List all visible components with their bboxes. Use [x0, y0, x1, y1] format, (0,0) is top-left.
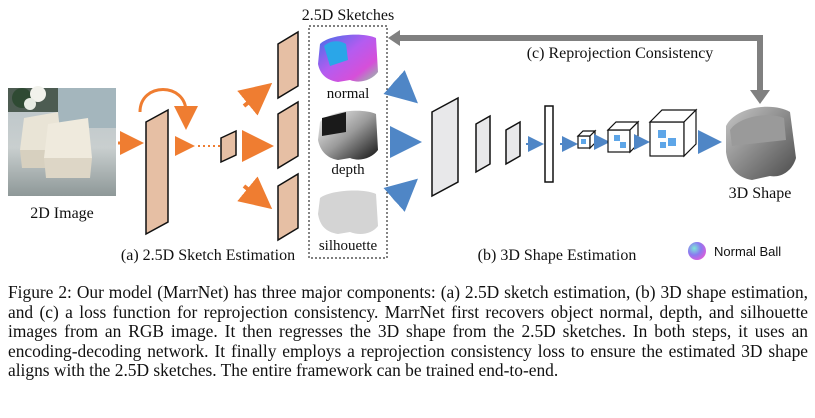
voxel-cube-small: [576, 129, 597, 150]
reprojection-arrow: [398, 35, 763, 96]
sketches-box: [308, 25, 388, 259]
shape-input-arrow-silhouette: [383, 178, 418, 212]
decoder-slab-silhouette: [277, 172, 299, 242]
decoder-slab-normal: [277, 30, 299, 100]
depth-sketch: [318, 110, 378, 160]
output-shape: [726, 106, 796, 180]
voxel-cube-medium: [606, 120, 640, 154]
sketch-label-depth: depth: [331, 162, 365, 178]
reprojection-label: (c) Reprojection Consistency: [527, 45, 714, 62]
skip-connection-arrow: [138, 88, 198, 130]
reprojection-arrowhead-left: [388, 30, 400, 46]
output-label: 3D Shape: [729, 185, 792, 202]
sketch-label-silhouette: silhouette: [319, 238, 378, 254]
caption-label: Figure 2:: [8, 282, 72, 302]
silhouette-sketch: [318, 190, 378, 234]
shape-encoder-slab-1: [431, 96, 459, 198]
shape-encoder-slab-2: [475, 114, 491, 174]
input-label: 2D Image: [30, 205, 94, 222]
branch-arrow-silhouette: [237, 176, 273, 210]
bottleneck-slab: [220, 129, 237, 164]
reprojection-arrowhead-down: [750, 90, 770, 104]
shape-latent: [544, 105, 554, 183]
shape-encoder-slab-3: [505, 120, 521, 166]
marrnet-figure: 2.5D Sketches normal depth silhouette: [8, 7, 796, 264]
figure-caption: Figure 2: Our model (MarrNet) has three …: [8, 282, 808, 381]
shape-input-arrow-normal: [383, 70, 418, 104]
sketch-label-normal: normal: [327, 86, 370, 102]
input-photo: [8, 86, 116, 196]
stage-a-label: (a) 2.5D Sketch Estimation: [121, 247, 295, 264]
voxel-cube-large: [648, 108, 698, 158]
normal-sketch: [318, 34, 378, 82]
normal-ball-icon: [688, 242, 706, 260]
encoder-slab: [145, 108, 169, 236]
stage-b-label: (b) 3D Shape Estimation: [478, 247, 637, 264]
caption-text: Our model (MarrNet) has three major comp…: [8, 282, 808, 381]
sketches-title: 2.5D Sketches: [302, 7, 394, 24]
legend-label: Normal Ball: [714, 244, 781, 259]
decoder-slab-depth: [277, 100, 299, 170]
branch-arrow-normal: [237, 82, 273, 116]
